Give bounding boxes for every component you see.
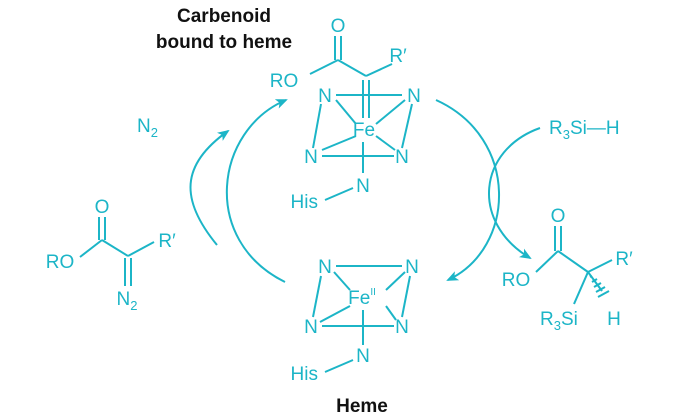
top-n-label-4: N: [395, 147, 409, 168]
top-fe-label: Fe: [353, 120, 375, 141]
right-r3si-label: R3Si: [540, 309, 578, 333]
heme-his-n-label: N: [356, 346, 370, 367]
heme-n-label-4: N: [395, 317, 409, 338]
right-c-si-bond: [573, 271, 589, 305]
caption-carbenoid: Carbenoid: [177, 6, 271, 27]
right-hash-1: [589, 275, 593, 278]
top-n-label-1: N: [318, 86, 332, 107]
top-n-label-2: N: [407, 86, 421, 107]
atom-labels: O RO R′ N N Fe N N N His N N FeII N N N …: [46, 16, 633, 385]
heme-left-n-n-bond: [312, 275, 322, 318]
carbene-r-bond: [365, 63, 393, 77]
heme-his-label: His: [291, 364, 318, 385]
heme-fe-label: FeII: [348, 287, 376, 309]
right-hash-5: [597, 290, 610, 298]
top-n-fe-bond-4: [375, 135, 396, 151]
left-ester-o-bond: [79, 239, 103, 258]
caption-heme: Heme: [336, 396, 388, 416]
top-n-fe-bond-2: [375, 99, 406, 125]
heme-his-n-bond: [324, 359, 354, 373]
top-o-label: O: [331, 16, 346, 37]
heme-n-label-3: N: [304, 317, 318, 338]
heme-n-label-2: N: [405, 257, 419, 278]
right-r-prime-label: R′: [615, 249, 633, 270]
heme-n-fe-bond-3: [319, 305, 351, 323]
heme-n-fe-bond-4: [385, 305, 397, 321]
n2-label: N2: [137, 116, 158, 140]
right-hash-4: [595, 286, 606, 293]
top-n-fe-bond-1: [335, 99, 357, 125]
arrow-left-cycle-up: [225, 99, 288, 283]
left-ro-label: RO: [46, 252, 75, 273]
heme-n-fe-bond-1: [333, 271, 351, 291]
left-c-r-bond: [127, 241, 155, 257]
right-h-label: H: [607, 309, 621, 330]
right-hash-2: [591, 278, 598, 283]
left-carbonyl-c-bond: [101, 239, 129, 257]
right-c-r-bond: [587, 259, 613, 273]
right-carbonyl-c-bond: [557, 250, 589, 273]
arrow-right-cycle-down: [435, 99, 500, 281]
silane-label: R3Si—H: [549, 118, 620, 142]
top-n-label-3: N: [304, 147, 318, 168]
arrow-n2-release: [189, 129, 230, 246]
top-r-prime-label: R′: [389, 46, 407, 67]
carbonyl-carbene-bond: [337, 59, 367, 77]
right-ro-label: RO: [502, 270, 531, 291]
top-his-n-bond: [324, 187, 354, 201]
right-o-label: O: [551, 206, 566, 227]
top-n-fe-bond-3: [321, 135, 357, 151]
left-o-label: O: [95, 197, 110, 218]
left-r-prime-label: R′: [158, 231, 176, 252]
arrow-silane-to-product: [488, 127, 541, 260]
top-his-label: His: [291, 192, 318, 213]
caption-bound-to-heme: bound to heme: [156, 32, 292, 53]
right-c-h-wedge-center: [587, 271, 603, 292]
ester-o-bond: [309, 59, 339, 75]
heme-right-n-n-bond: [401, 275, 411, 318]
top-his-n-label: N: [356, 176, 370, 197]
bonds-and-arrows: [79, 36, 613, 373]
top-ro-label: RO: [270, 71, 299, 92]
top-left-n-n-bond: [312, 103, 322, 149]
right-ester-o-bond: [535, 250, 559, 273]
top-right-n-n-bond: [401, 103, 413, 149]
left-n2-label: N2: [117, 289, 138, 313]
heme-n-fe-bond-2: [385, 271, 406, 291]
heme-n-label-1: N: [318, 257, 332, 278]
right-hash-3: [593, 282, 602, 288]
